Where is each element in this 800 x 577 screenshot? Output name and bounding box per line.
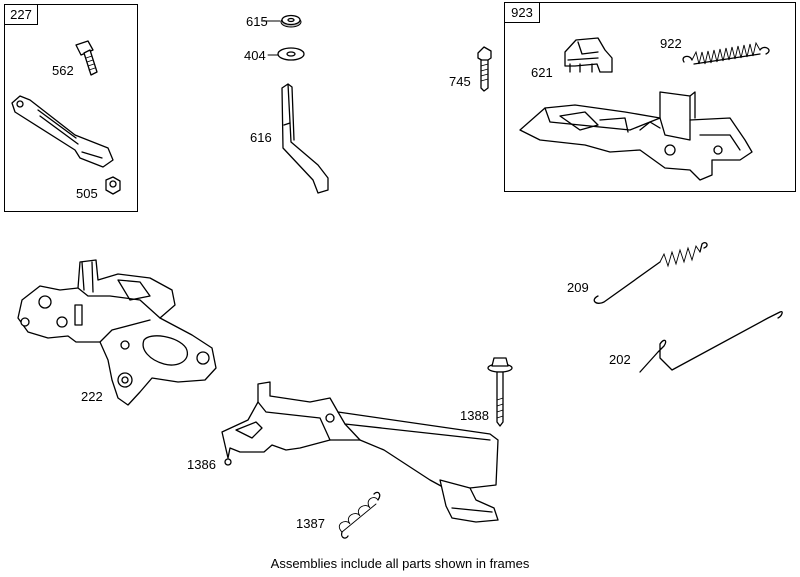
frame-227-box [4, 4, 138, 212]
frame-923-box [504, 2, 796, 192]
frame-227-tag: 227 [4, 4, 38, 25]
part-1386-lever-drawing [221, 381, 499, 523]
callout-505: 505 [76, 186, 98, 201]
callout-922: 922 [660, 36, 682, 51]
part-922-spring-drawing [682, 41, 770, 65]
frame-923-tag: 923 [504, 2, 540, 23]
part-1387-spring-drawing [338, 491, 381, 539]
callout-404: 404 [244, 48, 266, 63]
part-562-bolt-drawing [75, 40, 98, 76]
part-616-shaft-drawing [281, 83, 329, 194]
part-621-clip-drawing [564, 37, 613, 73]
part-202-rod-drawing [639, 310, 783, 373]
callout-616: 616 [250, 130, 272, 145]
part-222-plate-drawing [17, 259, 217, 406]
part-505-nut-drawing [105, 176, 121, 195]
callout-209: 209 [567, 280, 589, 295]
part-615-washer-drawing [280, 14, 302, 28]
part-404-washer-drawing [277, 47, 305, 61]
callout-1386: 1386 [187, 457, 216, 472]
callout-1387: 1387 [296, 516, 325, 531]
callout-222: 222 [81, 389, 103, 404]
callout-615: 615 [246, 14, 268, 29]
footer-note: Assemblies include all parts shown in fr… [270, 556, 530, 571]
part-1388-bolt-drawing [487, 357, 513, 427]
callout-202: 202 [609, 352, 631, 367]
callout-1388: 1388 [460, 408, 489, 423]
part-227-lever-drawing [11, 95, 114, 168]
part-923-bracket-drawing [519, 91, 753, 181]
part-209-spring-drawing [593, 242, 708, 304]
leader-lines [261, 20, 281, 56]
callout-621: 621 [531, 65, 553, 80]
callout-562: 562 [52, 63, 74, 78]
part-745-bolt-drawing [477, 46, 492, 92]
callout-745: 745 [449, 74, 471, 89]
